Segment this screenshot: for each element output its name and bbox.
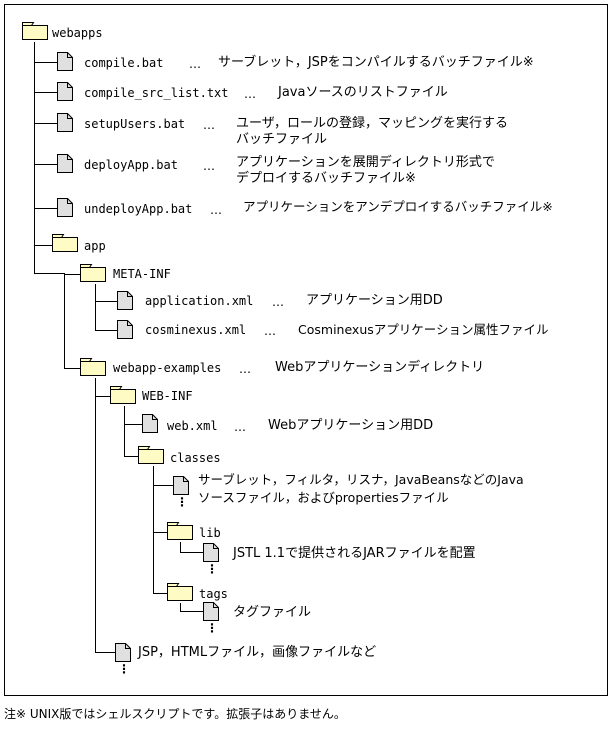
file-icon-lib-file [203,543,219,562]
separator-webapp-examples: … [239,362,252,376]
desc-application-xml: アプリケーション用DD [306,293,443,308]
desc-compile: サーブレット，JSPをコンパイルするバッチファイル※ [218,55,534,70]
desc-deploy-app-1: アプリケーションを展開ディレクトリ形式で [236,155,495,170]
desc-deploy-app-2: デプロイするバッチファイル※ [236,171,416,186]
file-icon-jsp-file [115,643,131,662]
desc-undeploy-app: アプリケーションをアンデプロイするバッチファイル※ [243,199,553,214]
file-label-cosminexus-xml: cosminexus.xml [145,323,247,337]
file-icon-deploy-app [57,154,73,173]
folder-icon-lib [167,522,193,540]
file-icon-application-xml [117,291,133,310]
file-icon-tags-file [203,602,219,621]
file-label-application-xml: application.xml [145,294,254,308]
file-icon-compile-src [57,82,73,101]
desc-classes-file-2: ソースファイル，およびpropertiesファイル [198,490,449,505]
separator-undeploy-app: … [210,203,223,217]
folder-icon-app [52,234,78,252]
folder-icon-tags [167,583,193,601]
file-icon-undeploy-app [57,198,73,217]
footnote: 注※ UNIX版ではシェルスクリプトです。拡張子はありません。 [4,707,346,721]
desc-web-xml: Webアプリケーション用DD [268,418,434,433]
separator-application-xml: … [272,295,285,309]
folder-icon-webapps [22,22,48,40]
separator-cosminexus-xml: … [264,324,277,338]
desc-cosminexus-xml: Cosminexusアプリケーション属性ファイル [298,322,549,337]
folder-label-webapp-examples: webapp-examples [113,361,222,375]
file-label-setup-users: setupUsers.bat [84,117,186,131]
more-items-lib: ⋮ [206,562,218,576]
folder-label-tags: tags [199,587,228,601]
file-icon-setup-users [57,113,73,132]
diagram-frame [4,4,608,696]
file-label-compile: compile.bat [84,56,164,70]
desc-classes-file-1: サーブレット，フィルタ，リスナ，JavaBeansなどのJava [198,472,524,487]
desc-jsp-file: JSP，HTMLファイル，画像ファイルなど [138,645,377,660]
folder-icon-classes [138,446,164,464]
more-items-webapp-examples: ⋮ [118,662,130,676]
more-items-classes: ⋮ [176,495,188,509]
separator-compile-src: … [244,87,257,101]
more-items-tags: ⋮ [206,621,218,635]
desc-compile-src: Javaソースのリストファイル [278,85,448,100]
separator-compile: … [189,57,202,71]
folder-label-lib: lib [199,526,221,540]
file-label-web-xml: web.xml [167,419,218,433]
desc-tags-file: タグファイル [233,605,312,620]
separator-deploy-app: … [203,159,216,173]
folder-icon-meta-inf [80,264,106,282]
file-label-compile-src: compile_src_list.txt [84,86,229,100]
folder-label-app: app [84,239,106,253]
file-label-undeploy-app: undeployApp.bat [84,202,193,216]
folder-label-meta-inf: META-INF [113,267,171,281]
file-icon-cosminexus-xml [117,320,133,339]
folder-label-web-inf: WEB-INF [142,389,193,403]
desc-setup-users-2: バッチファイル [236,132,328,147]
separator-setup-users: … [203,118,216,132]
folder-label-classes: classes [170,451,221,465]
file-icon-classes-file [173,476,189,495]
file-label-deploy-app: deployApp.bat [84,158,178,172]
file-icon-compile [57,52,73,71]
desc-webapp-examples: Webアプリケーションディレクトリ [275,360,485,375]
file-icon-web-xml [142,414,158,433]
separator-web-xml: … [234,420,247,434]
folder-icon-webapp-examples [80,358,106,376]
folder-icon-web-inf [110,386,136,404]
desc-setup-users-1: ユーザ，ロールの登録，マッピングを実行する [236,116,508,131]
desc-lib-file: JSTL 1.1で提供されるJARファイルを配置 [233,546,476,561]
folder-label-webapps: webapps [52,26,103,40]
